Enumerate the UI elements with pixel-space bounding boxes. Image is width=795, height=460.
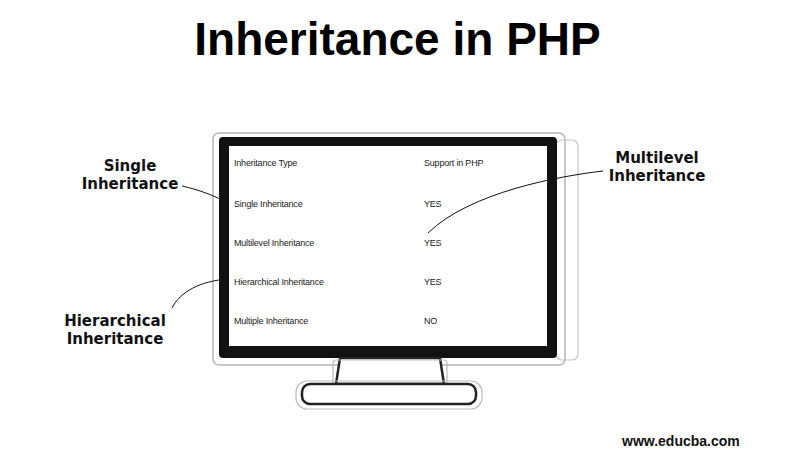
monitor-base-halo bbox=[296, 381, 482, 409]
leader-line bbox=[172, 279, 228, 308]
table-cell: Single Inheritance bbox=[234, 199, 302, 210]
table-cell: Hierarchical Inheritance bbox=[234, 277, 324, 288]
callout-label: Multilevel Inheritance bbox=[592, 149, 722, 185]
watermark: www.educba.com bbox=[622, 433, 740, 450]
leader-line bbox=[428, 171, 603, 233]
monitor-neck bbox=[336, 358, 444, 384]
leader-line bbox=[182, 186, 228, 203]
callout-label: Hierarchical Inheritance bbox=[50, 312, 180, 348]
table-cell: YES bbox=[424, 238, 441, 249]
table-cell: YES bbox=[424, 199, 441, 210]
table-cell: Multiple Inheritance bbox=[234, 316, 308, 327]
monitor-screen bbox=[229, 146, 547, 346]
monitor-base bbox=[302, 384, 476, 404]
callout-label: Single Inheritance bbox=[65, 157, 195, 193]
table-header: Support in PHP bbox=[424, 158, 483, 169]
monitor-neck-halo bbox=[333, 360, 447, 386]
monitor-frame bbox=[219, 137, 557, 358]
table-cell: NO bbox=[424, 316, 437, 327]
table-cell: Multilevel Inheritance bbox=[234, 238, 314, 249]
table-header: Inheritance Type bbox=[234, 158, 297, 169]
table-cell: YES bbox=[424, 277, 441, 288]
monitor-halo-side bbox=[556, 140, 578, 360]
monitor-halo bbox=[213, 133, 565, 365]
page-title: Inheritance in PHP bbox=[0, 12, 795, 67]
